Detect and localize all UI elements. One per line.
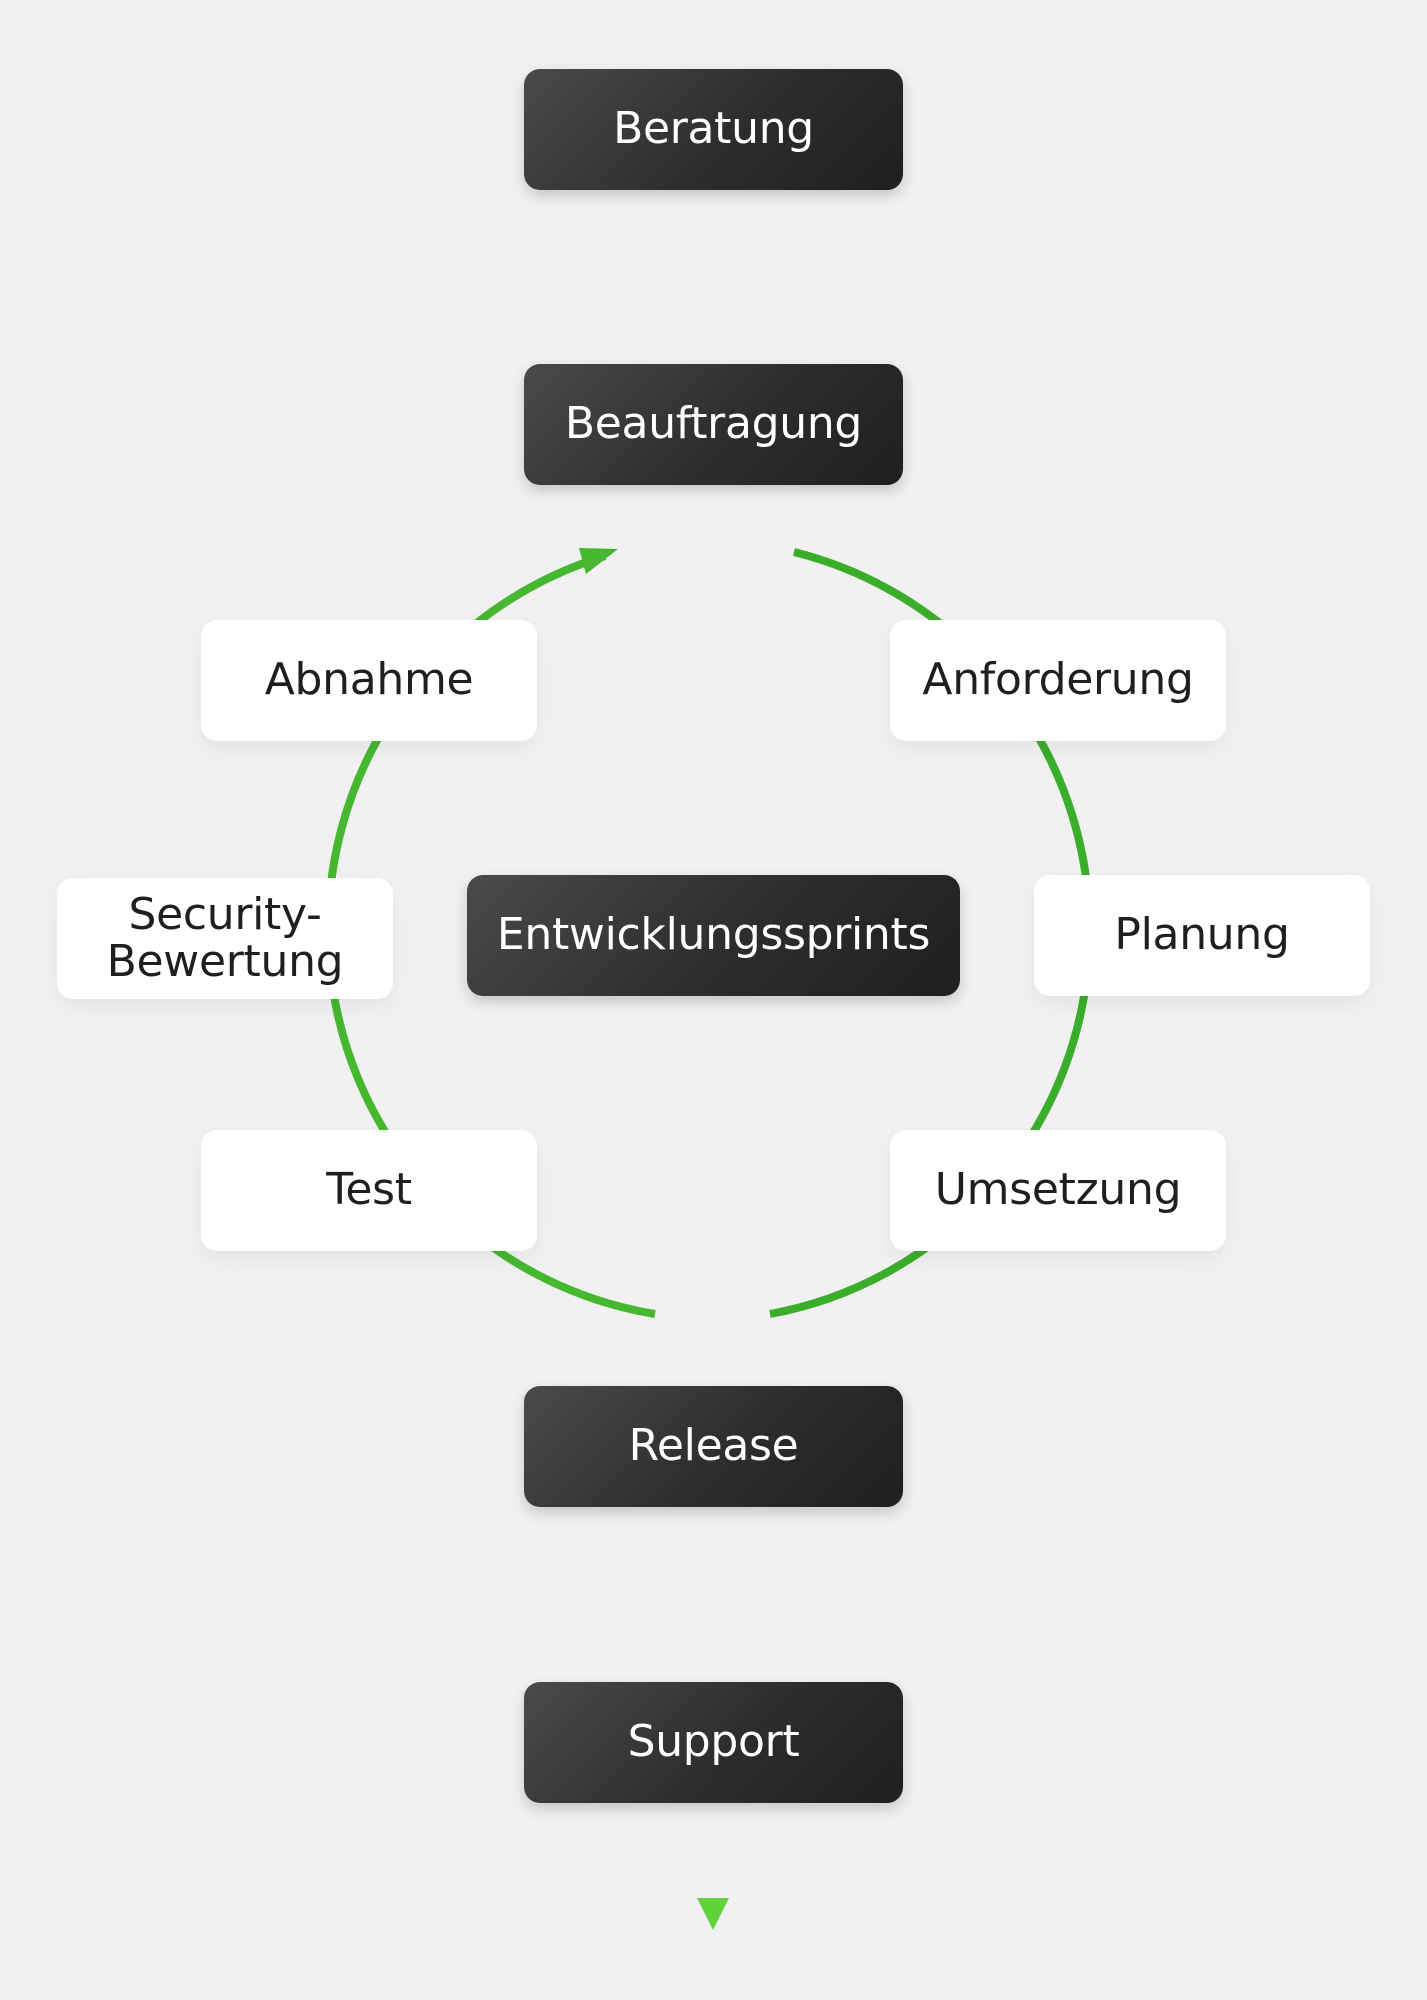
arrowhead-icon: [579, 548, 618, 574]
cycle-step-test: Test: [201, 1130, 537, 1251]
cycle-step-anforderung: Anforderung: [890, 620, 1226, 741]
cycle-step-abnahme: Abnahme: [201, 620, 537, 741]
arrow-down-icon: [697, 1898, 729, 1930]
phase-beratung-label: Beratung: [613, 103, 814, 155]
phase-support: Support: [524, 1682, 903, 1803]
cycle-step-security-bewertung: Security- Bewertung: [57, 878, 393, 999]
cycle-step-umsetzung-label: Umsetzung: [934, 1164, 1182, 1216]
phase-beauftragung-label: Beauftragung: [564, 398, 863, 450]
cycle-step-test-label: Test: [326, 1164, 412, 1216]
cycle-step-planung: Planung: [1034, 875, 1370, 996]
phase-release-label: Release: [628, 1420, 799, 1472]
phase-entwicklungssprints: Entwicklungssprints: [467, 875, 960, 996]
phase-entwicklungssprints-label: Entwicklungssprints: [496, 909, 931, 961]
cycle-step-anforderung-label: Anforderung: [922, 654, 1194, 706]
cycle-step-security-bewertung-label: Security- Bewertung: [106, 889, 344, 987]
phase-beauftragung: Beauftragung: [524, 364, 903, 485]
phase-support-label: Support: [627, 1716, 800, 1768]
cycle-step-planung-label: Planung: [1114, 909, 1290, 961]
phase-beratung: Beratung: [524, 69, 903, 190]
cycle-step-abnahme-label: Abnahme: [264, 654, 474, 706]
phase-release: Release: [524, 1386, 903, 1507]
cycle-step-umsetzung: Umsetzung: [890, 1130, 1226, 1251]
